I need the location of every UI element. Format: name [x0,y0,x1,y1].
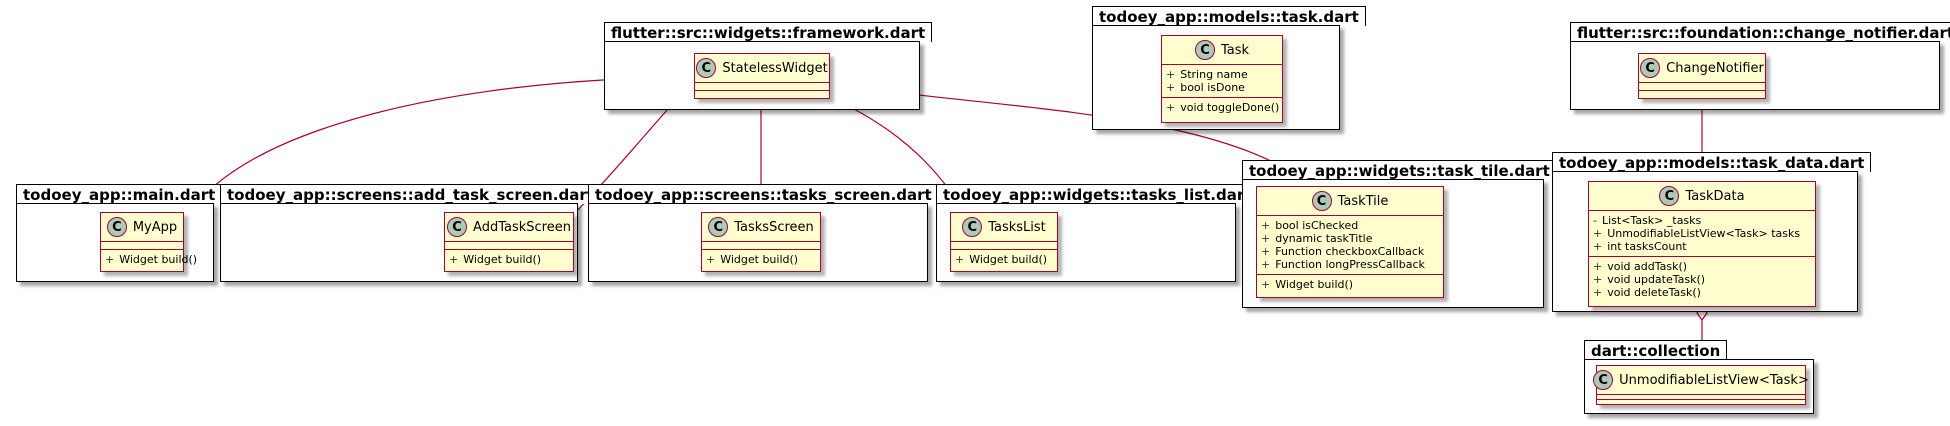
package-task-data: todoey_app::models::task_data.dart C Task… [1552,152,1872,312]
class-name: AddTaskScreen [473,219,571,235]
package-title: todoey_app::screens::add_task_screen.dar… [220,184,601,204]
class-name: MyApp [132,219,178,235]
class-icon: C [708,217,729,237]
package-tasks-list: todoey_app::widgets::tasks_list.dart C Ta… [936,184,1259,282]
package-title: flutter::src::foundation::change_notifie… [1570,22,1950,42]
class-stateless-widget[interactable]: C StatelessWidget [694,53,830,99]
package-title: todoey_app::screens::tasks_screen.dart [588,184,939,204]
class-name: StatelessWidget [722,60,828,76]
class-icon: C [962,217,983,237]
package-change-notifier: flutter::src::foundation::change_notifie… [1570,22,1950,110]
package-title: todoey_app::main.dart [16,184,223,204]
package-task-tile: todoey_app::widgets::task_tile.dart C Tas… [1242,160,1557,308]
class-icon: C [106,217,127,237]
class-unmodifiable-list-view[interactable]: C UnmodifiableListView<Task> [1593,365,1809,405]
package-title: flutter::src::widgets::framework.dart [604,22,933,42]
class-icon: C [1659,186,1680,206]
class-name: TasksScreen [734,219,814,235]
package-collection: dart::collection C UnmodifiableListView<T… [1584,340,1814,414]
package-tasks-screen: todoey_app::screens::tasks_screen.dart C… [588,184,939,282]
class-name: Task [1220,42,1250,58]
class-icon: C [447,217,468,237]
class-icon: C [1593,370,1614,390]
package-title: todoey_app::widgets::tasks_list.dart [936,184,1259,204]
class-name: ChangeNotifier [1666,60,1764,76]
package-title: todoey_app::widgets::task_tile.dart [1242,160,1557,180]
class-name: UnmodifiableListView<Task> [1619,372,1809,388]
class-change-notifier[interactable]: C ChangeNotifier [1638,53,1766,99]
class-icon: C [1640,58,1661,78]
package-title: todoey_app::models::task_data.dart [1552,152,1872,172]
class-icon: C [696,58,717,78]
package-title: dart::collection [1584,340,1728,360]
package-title: todoey_app::models::task.dart [1092,6,1366,26]
class-icon: C [1194,40,1215,60]
class-name: TaskTile [1337,193,1389,209]
class-name: TaskData [1685,188,1745,204]
class-name: TasksList [988,219,1046,235]
class-icon: C [1311,191,1332,211]
package-add-task-screen: todoey_app::screens::add_task_screen.dar… [220,184,601,282]
